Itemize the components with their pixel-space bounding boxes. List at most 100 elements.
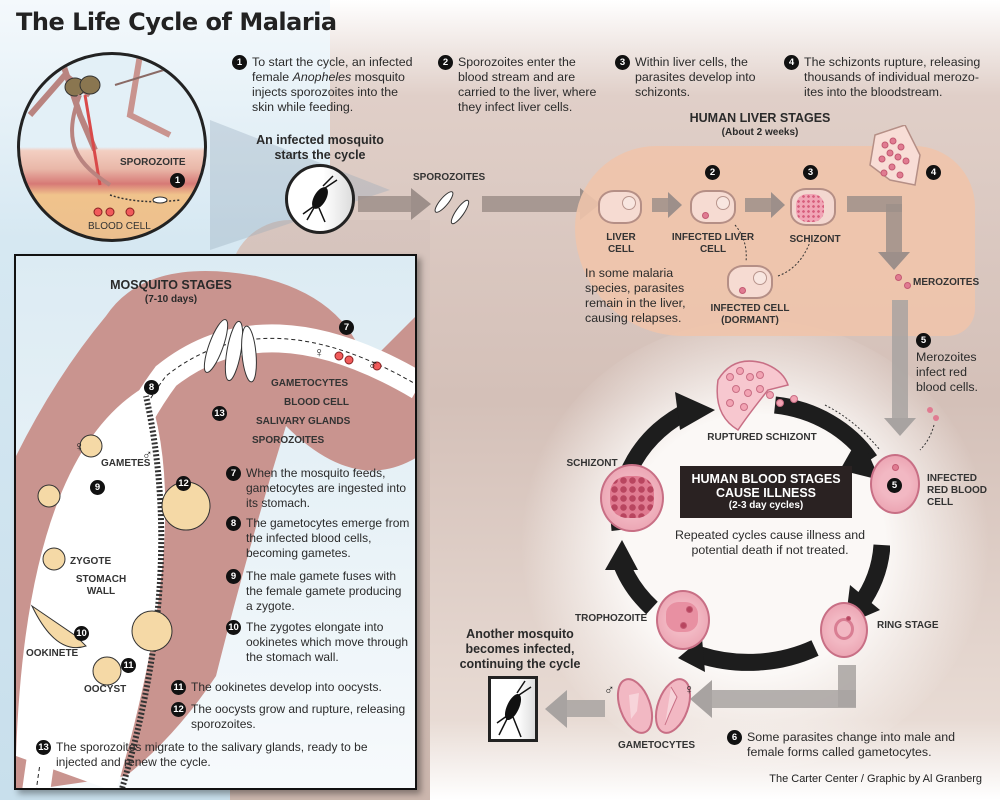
infected-liver-cell-label: INFECTED LIVER CELL (671, 232, 755, 255)
step-5: 5 Merozoites infect red blood cells. (916, 333, 996, 395)
ookinete-label: OOKINETE (26, 648, 79, 659)
blood-schizont-cell (600, 464, 664, 532)
step-4: 4 The schizonts rupture, releasing thous… (784, 55, 984, 100)
arrow-head (878, 252, 910, 270)
step-6: 6 Some parasites change into male and fe… (727, 730, 977, 760)
step-marker-13: 13 (212, 406, 227, 421)
step-number: 6 (727, 730, 742, 745)
step-1: 1 To start the cycle, an infected female… (232, 55, 422, 115)
arrow-head (411, 188, 431, 220)
step-text: The gametocytes emerge from the infected… (246, 516, 410, 560)
bite-inset-circle: SPOROZOITE BLOOD CELL 1 (17, 52, 207, 242)
schizont-liver-cell (790, 188, 836, 226)
step-number: 12 (171, 702, 186, 717)
step-text: The zygotes elongate into ookinetes whic… (246, 620, 409, 664)
step-number: 7 (226, 466, 241, 481)
female-symbol: ♀ (314, 344, 325, 360)
arrow (652, 198, 670, 212)
mosquito-icon (302, 175, 338, 223)
step-marker-10: 10 (74, 626, 89, 641)
step-9: 9 The male gamete fuses with the female g… (226, 569, 411, 614)
blood-schizont-label: SCHIZONT (566, 458, 618, 469)
step-number: 1 (232, 55, 247, 70)
gametocyte-cells (616, 678, 692, 734)
arrow-head (884, 418, 916, 436)
step-marker-11: 11 (121, 658, 136, 673)
merozoite-to-rbc-arrows (824, 404, 939, 451)
step-number: 5 (916, 333, 931, 348)
merozoite (895, 274, 902, 281)
step-number: 9 (226, 569, 241, 584)
arrow-to-blood (892, 300, 908, 420)
liver-stages-heading: HUMAN LIVER STAGES (689, 111, 831, 125)
merozoite (904, 282, 911, 289)
arrow-head (690, 680, 712, 718)
credit-line: The Carter Center / Graphic by Al Granbe… (769, 773, 982, 785)
step-10: 10 The zygotes elongate into ookinetes wh… (226, 620, 411, 665)
step-number: 8 (226, 516, 241, 531)
oocyst-label: OOCYST (84, 684, 127, 695)
step-number: 13 (36, 740, 51, 755)
arrow-to-gametocytes-horiz (710, 690, 856, 708)
step-text: Some parasites change into male and fema… (747, 730, 956, 759)
sporozoite-label: SPOROZOITE (120, 157, 186, 168)
trophozoite-label: TROPHOZOITE (575, 613, 648, 624)
ruptured-schizont-label: RUPTURED SCHIZONT (707, 432, 817, 443)
step-marker-9: 9 (90, 480, 105, 495)
stomach-wall-label: STOMACH WALL (75, 574, 127, 597)
step-text: The ookinetes develop into oocysts. (191, 680, 382, 694)
arrow-to-merozoites-down (886, 204, 902, 254)
step-number: 2 (438, 55, 453, 70)
step-text: When the mosquito feeds, gametocytes are… (246, 466, 407, 510)
arrow-head (545, 690, 567, 728)
sporozoite-icons (434, 191, 470, 225)
ruptured-liver-schizont (869, 125, 921, 186)
sporozoites-label: SPOROZOITES (252, 435, 325, 446)
merozoites-label: MEROZOITES (913, 277, 980, 288)
infected-mosquito-badge (285, 164, 355, 234)
blood-stages-note: Repeated cycles cause illness and potent… (674, 528, 866, 557)
step-11: 11 The ookinetes develop into oocysts. (171, 680, 411, 695)
salivary-glands-label: SALIVARY GLANDS (256, 416, 351, 427)
step-text: Merozoites infect red blood cells. (916, 350, 978, 394)
step-marker-2: 2 (705, 165, 720, 180)
step-text: The male gamete fuses with the female ga… (246, 569, 402, 613)
step-8: 8 The gametocytes emerge from the infecte… (226, 516, 411, 561)
mosquito-stages-heading: MOSQUITO STAGES (110, 278, 232, 292)
blood-box-title-1: HUMAN BLOOD STAGES (691, 472, 841, 486)
arrow-to-liver (482, 196, 582, 212)
liver-cell-label: LIVER CELL (606, 232, 636, 255)
arrow (745, 198, 773, 212)
mosquito-stages-panel: MOSQUITO STAGES (7-10 days) 7 ♀ ♂ GAMETO… (14, 254, 417, 790)
step-number: 11 (171, 680, 186, 695)
dormant-path-arrows (734, 224, 811, 277)
step-text: Within liver cells, the parasites develo… (635, 55, 756, 99)
blood-box-sub: (2-3 day cycles) (728, 500, 804, 511)
step-7: 7 When the mosquito feeds, gametocytes ar… (226, 466, 411, 511)
blood-stages-box: HUMAN BLOOD STAGES CAUSE ILLNESS (2-3 da… (680, 466, 852, 518)
blood-box-title-2: CAUSE ILLNESS (715, 486, 816, 500)
step-marker-7: 7 (339, 320, 354, 335)
step-number: 3 (615, 55, 630, 70)
step-text: The schizonts rupture, releasing thousan… (804, 55, 981, 99)
step-text: To start the cycle, an infected female A… (252, 55, 413, 114)
page-title: The Life Cycle of Malaria (16, 8, 337, 36)
ring-stage-label: RING STAGE (877, 620, 939, 631)
liver-cell (598, 190, 642, 224)
step-text: Sporozoites enter the blood stream and a… (458, 55, 597, 114)
step-text: The sporozoites migrate to the salivary … (56, 740, 368, 769)
step-marker-5: 5 (887, 478, 902, 493)
gametes-label: GAMETES (101, 458, 151, 469)
continue-heading: Another mosquito becomes infected, conti… (459, 627, 581, 671)
female-symbol: ♀ (684, 681, 695, 697)
step-marker-3: 3 (803, 165, 818, 180)
step-2: 2 Sporozoites enter the blood stream and… (438, 55, 608, 115)
gametocytes-label: GAMETOCYTES (618, 740, 696, 751)
step-number: 10 (226, 620, 241, 635)
step-13: 13 The sporozoites migrate to the salivar… (36, 740, 406, 770)
arrow-to-sporozoites (358, 196, 413, 212)
ring-stage-cell (820, 602, 868, 658)
male-symbol: ♂ (368, 356, 379, 372)
mosquito-bite-illustration (27, 55, 181, 217)
